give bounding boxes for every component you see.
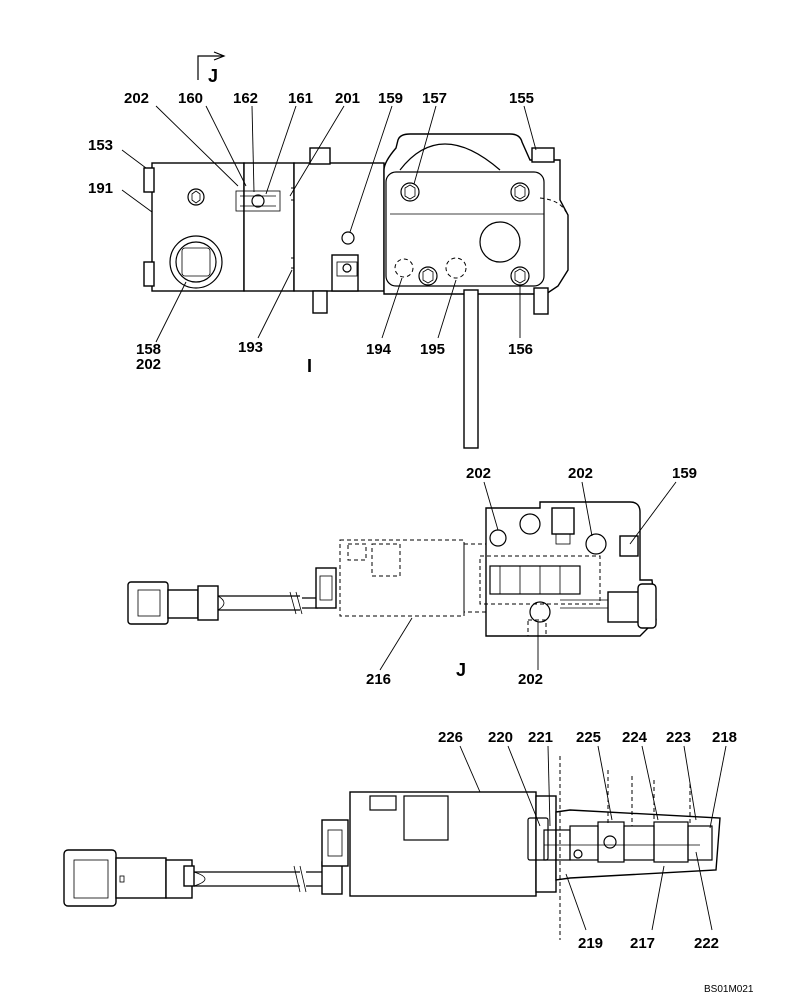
callout-202: 202 [124, 90, 149, 107]
callout-219: 219 [578, 935, 603, 952]
callout-157: 157 [422, 90, 447, 107]
callout-202-j-mid: 202 [568, 465, 593, 482]
callout-224: 224 [622, 729, 648, 746]
side-view-j-assembly [127, 481, 677, 671]
callout-226: 226 [438, 729, 463, 746]
callout-220: 220 [488, 729, 513, 746]
callout-162: 162 [233, 90, 258, 107]
view-j-marker: J [208, 66, 218, 86]
callout-158: 158 [136, 341, 161, 358]
callout-222: 222 [694, 935, 719, 952]
callout-194: 194 [366, 341, 392, 358]
callout-159: 159 [378, 90, 403, 107]
callout-161: 161 [288, 90, 313, 107]
callout-225: 225 [576, 729, 601, 746]
callout-201: 201 [335, 90, 360, 107]
callout-216: 216 [366, 671, 391, 688]
callout-193: 193 [238, 339, 263, 356]
top-view-assembly: J [121, 51, 569, 449]
callout-155: 155 [509, 90, 534, 107]
callout-223: 223 [666, 729, 691, 746]
callout-156: 156 [508, 341, 533, 358]
callout-217: 217 [630, 935, 655, 952]
callout-202-j-bottom: 202 [518, 671, 543, 688]
section-view-assembly [63, 745, 727, 940]
callout-153: 153 [88, 137, 113, 154]
callout-191: 191 [88, 180, 113, 197]
view-j-label: J [456, 660, 466, 680]
callout-218: 218 [712, 729, 737, 746]
view-i-label: I [307, 356, 312, 376]
callout-202-lower: 202 [136, 356, 161, 373]
callout-221: 221 [528, 729, 553, 746]
callout-195: 195 [420, 341, 445, 358]
callout-202-j-left: 202 [466, 465, 491, 482]
drawing-code: BS01M021 [704, 984, 754, 995]
callout-159-j: 159 [672, 465, 697, 482]
callout-160: 160 [178, 90, 203, 107]
